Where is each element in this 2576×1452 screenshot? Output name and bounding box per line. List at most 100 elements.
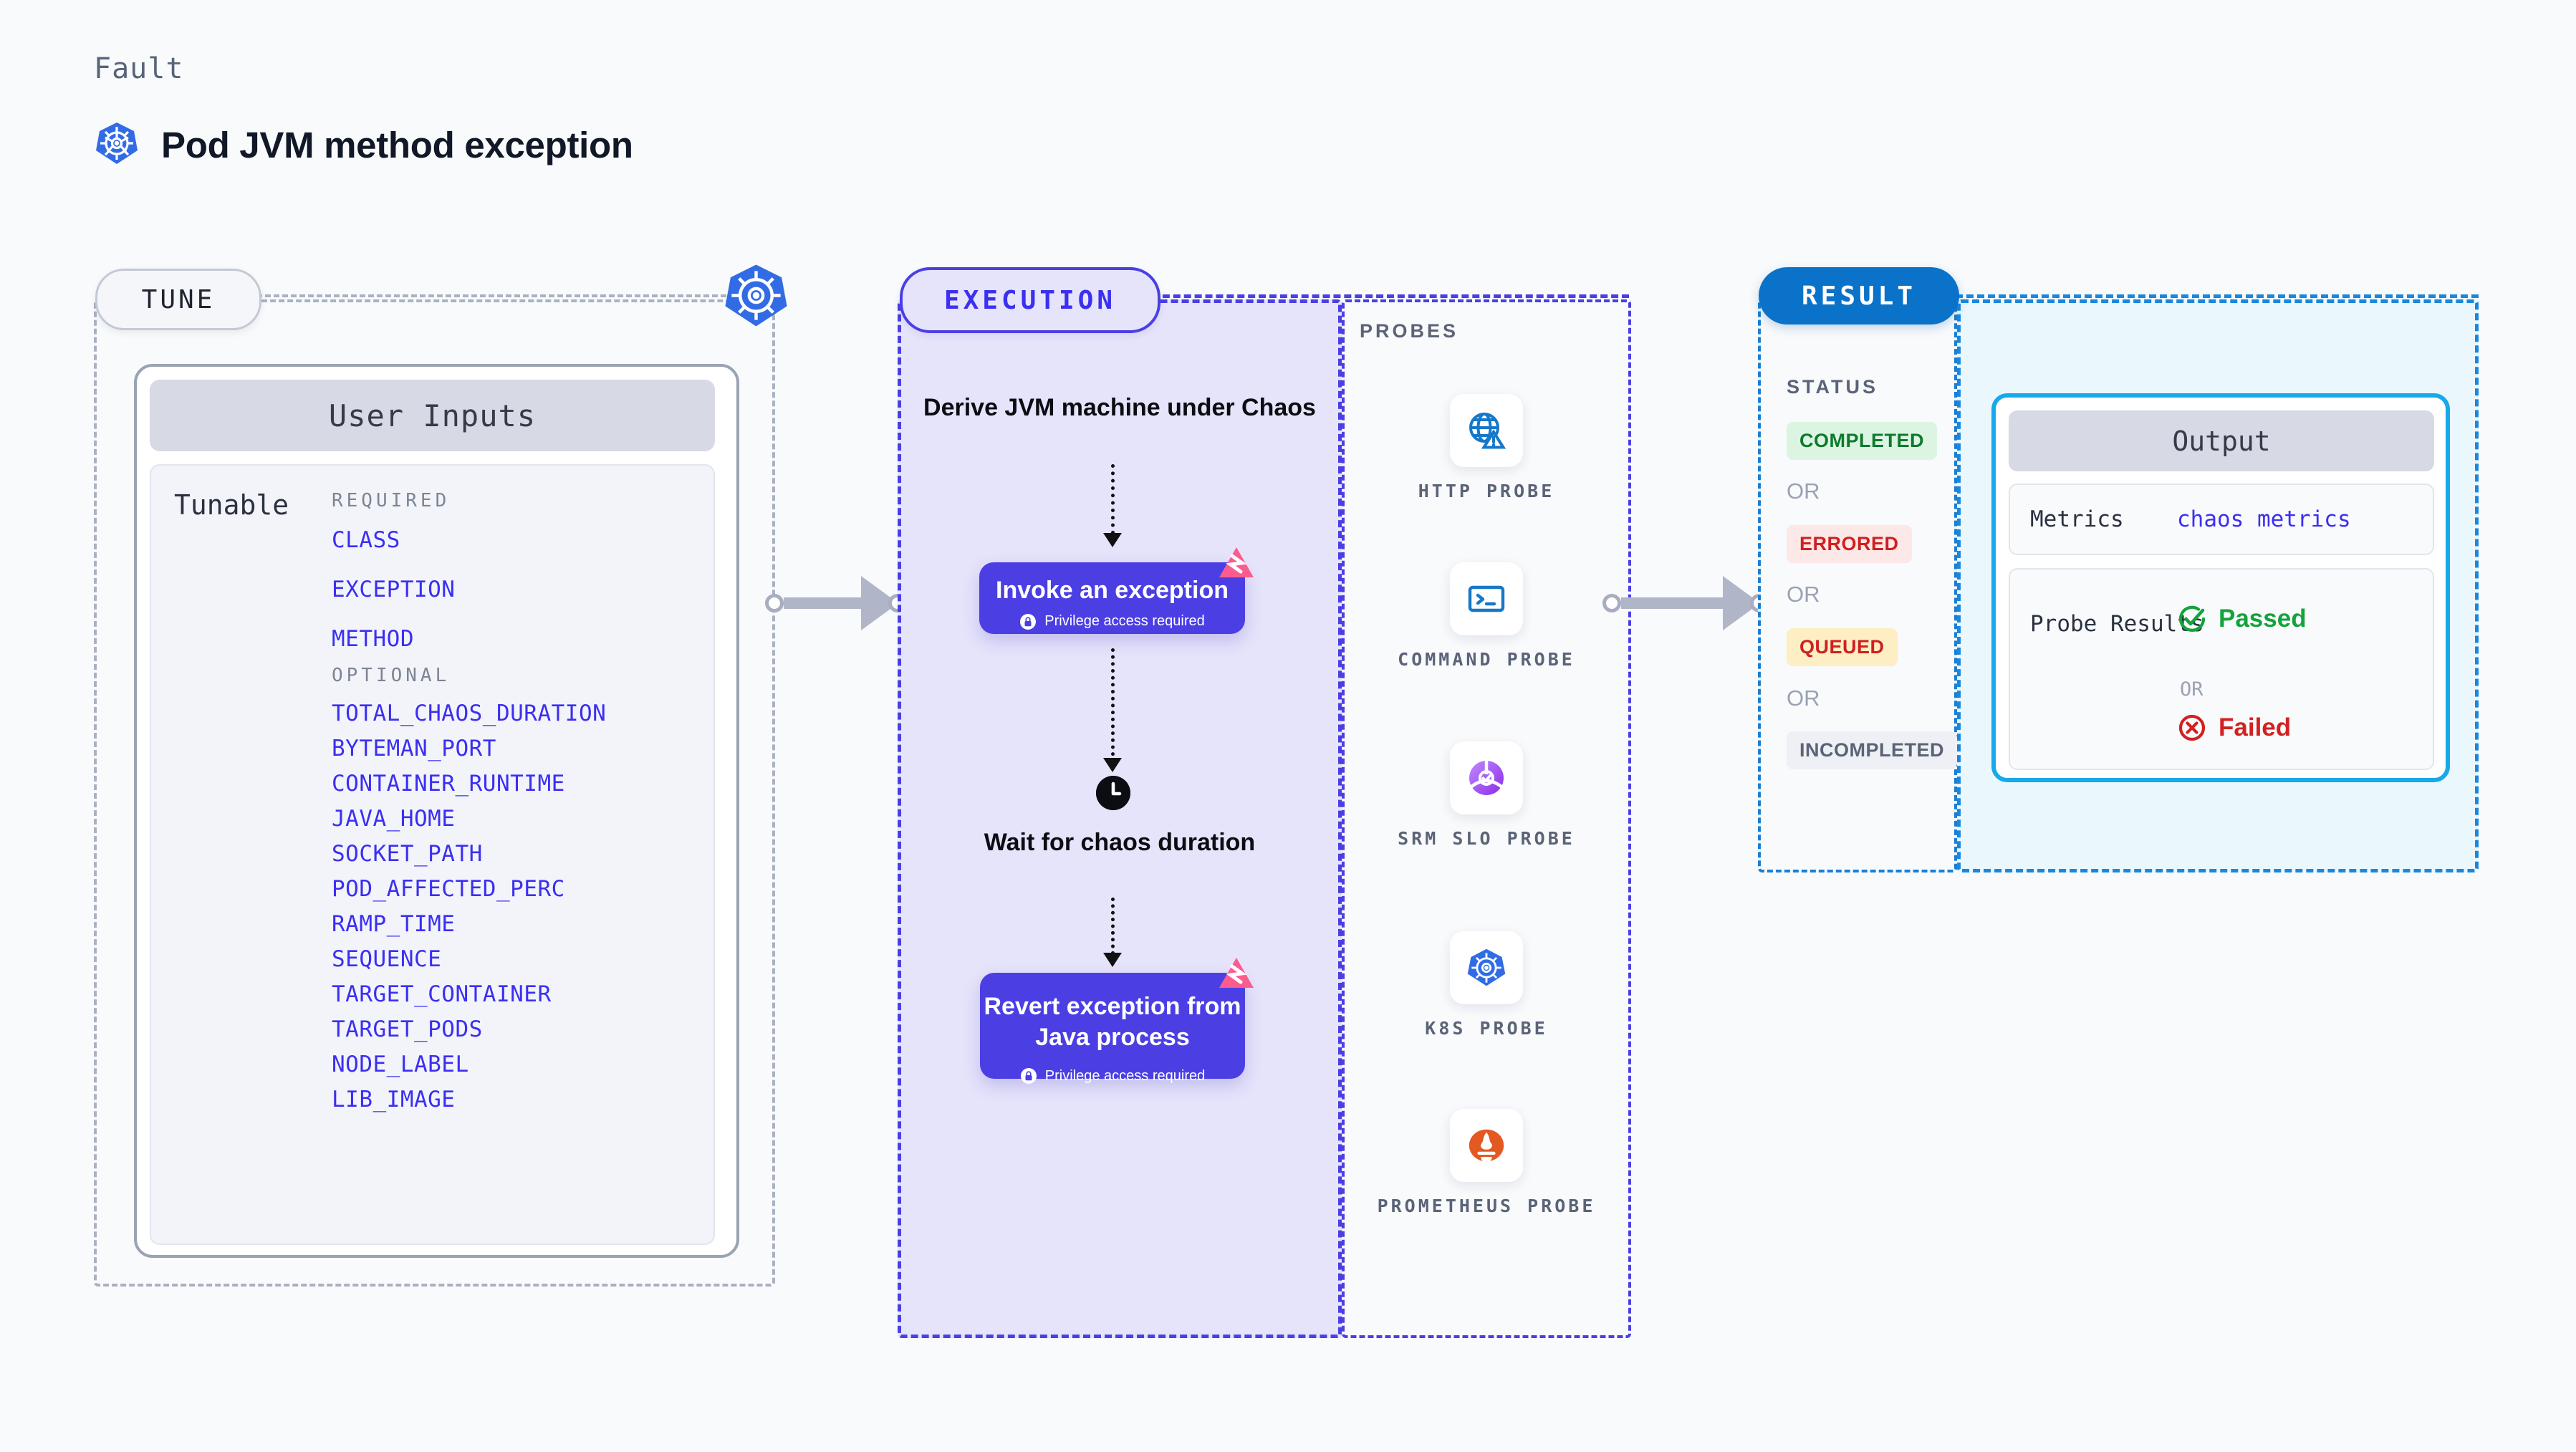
probe-prometheus[interactable]: PROMETHEUS PROBE (1342, 1109, 1631, 1218)
user-inputs-title: User Inputs (328, 398, 537, 433)
result-pill[interactable]: RESULT (1759, 267, 1959, 324)
execution-step-wait: Wait for chaos duration (984, 829, 1256, 856)
probe-k8s-label: K8S PROBE (1425, 1018, 1548, 1039)
output-card: Output Metrics chaos metrics Probe Resul… (1991, 393, 2450, 782)
result-connector-line (1956, 294, 2479, 298)
execution-action-revert-label: Revert exception from Java process (984, 993, 1241, 1051)
status-badge-errored: ERRORED (1787, 525, 1912, 563)
probe-http-label: HTTP PROBE (1418, 481, 1555, 501)
status-badge-queued: QUEUED (1787, 628, 1898, 666)
connector-node (765, 594, 784, 612)
output-title: Output (2172, 425, 2271, 457)
fault-kicker: Fault (94, 52, 184, 85)
status-badge-completed: COMPLETED (1787, 422, 1938, 460)
probes-to-result-arrow (1602, 571, 1769, 635)
flow-arrow-head (1103, 533, 1122, 547)
litmus-icon (1218, 956, 1255, 991)
tunable-label: Tunable (174, 489, 289, 521)
param-container-runtime[interactable]: CONTAINER_RUNTIME (332, 771, 565, 797)
output-probe-results-row: Probe Results Passed OR Failed (2009, 568, 2434, 770)
probe-http[interactable]: HTTP PROBE (1342, 394, 1631, 504)
param-total-chaos-duration[interactable]: TOTAL_CHAOS_DURATION (332, 701, 607, 726)
probe-prometheus-label: PROMETHEUS PROBE (1377, 1196, 1596, 1216)
tune-pill-label: TUNE (141, 284, 216, 314)
param-byteman-port[interactable]: BYTEMAN_PORT (332, 736, 496, 761)
result-pill-label: RESULT (1801, 281, 1917, 311)
probe-result-passed-label: Passed (2219, 605, 2307, 633)
status-or-3: OR (1787, 686, 1820, 711)
clock-icon (1096, 776, 1130, 810)
probe-command[interactable]: COMMAND PROBE (1342, 562, 1631, 672)
param-pod-affected-perc[interactable]: POD_AFFECTED_PERC (332, 876, 565, 902)
probes-title: PROBES (1360, 320, 1459, 342)
privilege-note-text: Privilege access required (1044, 613, 1205, 629)
terminal-icon (1450, 562, 1523, 635)
status-or-1: OR (1787, 479, 1820, 504)
privilege-note: Privilege access required (980, 1067, 1245, 1085)
param-group-title-required: REQUIRED (332, 490, 451, 511)
user-inputs-header: User Inputs (150, 380, 715, 451)
tune-section (94, 299, 775, 1287)
page-title: Pod JVM method exception (94, 120, 633, 170)
connector-bar (1621, 597, 1724, 609)
user-inputs-card: User Inputs Tunable REQUIRED CLASS EXCEP… (134, 364, 739, 1258)
param-node-label[interactable]: NODE_LABEL (332, 1052, 469, 1077)
litmus-icon (1218, 546, 1255, 580)
param-java-home[interactable]: JAVA_HOME (332, 806, 456, 832)
metrics-label: Metrics (2030, 506, 2124, 532)
param-socket-path[interactable]: SOCKET_PATH (332, 841, 483, 867)
kubernetes-icon (1450, 931, 1523, 1004)
privilege-note-text: Privilege access required (1044, 1067, 1206, 1084)
output-header: Output (2009, 410, 2434, 471)
probe-k8s[interactable]: K8S PROBE (1342, 931, 1631, 1041)
flow-arrow-line (1111, 464, 1118, 534)
kubernetes-icon (722, 261, 790, 330)
tunable-param-list: REQUIRED CLASS EXCEPTION METHOD OPTIONAL… (332, 484, 704, 1122)
privilege-note: Privilege access required (979, 613, 1245, 630)
lock-icon (1020, 1068, 1037, 1084)
status-or-2: OR (1787, 582, 1820, 607)
param-group-title-optional: OPTIONAL (332, 665, 451, 686)
tune-connector-line (256, 294, 744, 297)
connector-bar (784, 597, 862, 609)
execution-action-invoke-label: Invoke an exception (996, 577, 1229, 604)
execution-action-invoke[interactable]: Invoke an exception Privilege access req… (979, 562, 1245, 634)
param-class[interactable]: CLASS (332, 527, 400, 553)
status-title: STATUS (1787, 376, 1878, 398)
execution-connector-line (1152, 294, 1629, 298)
probe-command-label: COMMAND PROBE (1398, 649, 1575, 670)
execution-pill[interactable]: EXECUTION (900, 267, 1160, 333)
param-ramp-time[interactable]: RAMP_TIME (332, 911, 456, 937)
param-lib-image[interactable]: LIB_IMAGE (332, 1087, 456, 1112)
slo-gauge-check-icon (1450, 741, 1523, 814)
status-badge-incompleted: INCOMPLETED (1787, 731, 1958, 769)
probe-srm-slo[interactable]: SRM SLO PROBE (1342, 741, 1631, 851)
probe-result-or: OR (2180, 678, 2203, 701)
probe-result-failed: Failed (2177, 713, 2291, 743)
prometheus-icon (1450, 1109, 1523, 1182)
probe-results-label: Probe Results (2030, 611, 2204, 637)
page-title-text: Pod JVM method exception (161, 125, 633, 165)
probe-result-failed-label: Failed (2219, 713, 2292, 741)
flow-arrow-head (1103, 758, 1122, 772)
connector-node (1602, 594, 1621, 612)
param-exception[interactable]: EXCEPTION (332, 577, 456, 602)
kubernetes-icon (94, 120, 140, 170)
param-sequence[interactable]: SEQUENCE (332, 946, 442, 972)
execution-step-derive: Derive JVM machine under Chaos (923, 394, 1316, 421)
flow-arrow-line (1111, 648, 1118, 763)
param-method[interactable]: METHOD (332, 626, 414, 652)
flow-arrow-line (1111, 898, 1118, 955)
tune-pill[interactable]: TUNE (95, 269, 261, 330)
param-target-container[interactable]: TARGET_CONTAINER (332, 981, 552, 1007)
output-metrics-row: Metrics chaos metrics (2009, 484, 2434, 555)
param-target-pods[interactable]: TARGET_PODS (332, 1016, 483, 1042)
execution-action-revert[interactable]: Revert exception from Java process Privi… (980, 973, 1245, 1084)
check-circle-icon (2178, 605, 2206, 632)
flow-arrow-head (1103, 953, 1122, 967)
globe-warning-icon (1450, 394, 1523, 467)
probe-result-passed: Passed (2177, 604, 2307, 634)
lock-icon (1020, 613, 1037, 630)
execution-pill-label: EXECUTION (943, 285, 1117, 315)
metrics-value[interactable]: chaos metrics (2177, 506, 2351, 532)
